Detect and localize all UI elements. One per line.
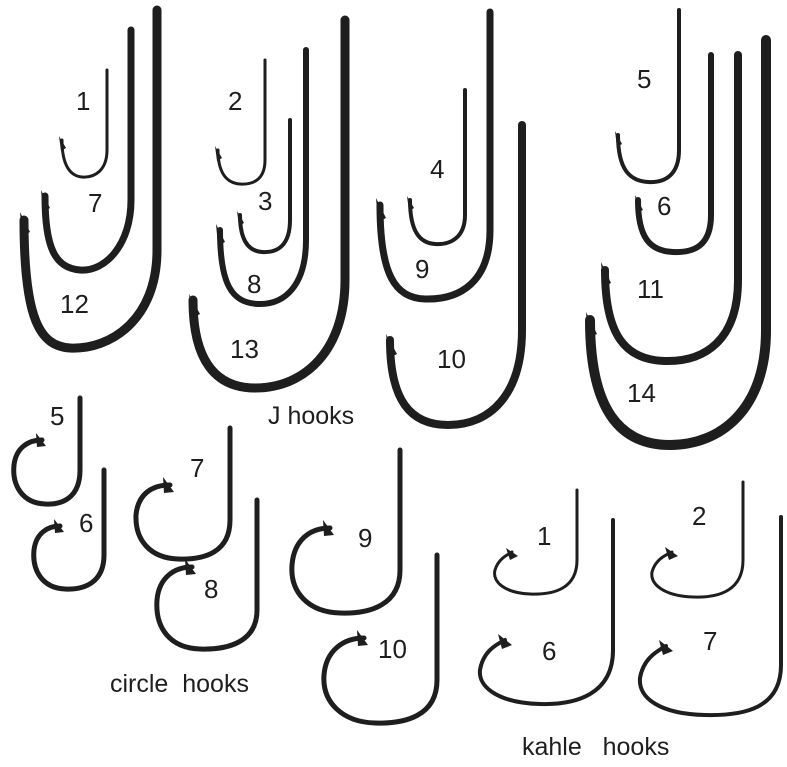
j-hook-cluster-b — [188, 15, 350, 393]
j-hook-9-barb — [376, 198, 386, 222]
j-hook-cluster-d — [585, 8, 771, 450]
j-hook-10-barb — [386, 334, 397, 358]
j-hook-1 — [60, 68, 109, 179]
j-hook-size-label: 10 — [437, 344, 466, 374]
circle-hook-size-label: 9 — [358, 523, 372, 553]
j-hook-13-barb — [189, 294, 200, 318]
kahle-hook-6 — [477, 518, 615, 707]
circle-hook-6-barb — [54, 519, 64, 533]
kahle-hook-size-label: 2 — [692, 501, 706, 531]
j-hook-size-label: 5 — [637, 64, 651, 94]
j-hook-8-barb — [216, 224, 225, 246]
j-hook-5-barb — [615, 131, 622, 147]
j-hooks-label: J hooks — [268, 402, 354, 430]
j-hook-7-barb — [41, 190, 50, 212]
kahle-hook-2 — [650, 480, 745, 599]
circle-hooks-label: circle hooks — [110, 670, 249, 698]
j-hooks-group: 1 7 12 2 3 8 13 4 9 10 5 6 11 14 J hooks — [19, 5, 771, 450]
kahle-hook-6-barb — [498, 634, 512, 649]
j-hook-size-label: 14 — [627, 378, 656, 408]
circle-hook-size-label: 7 — [190, 453, 204, 483]
circle-hook-10 — [321, 552, 440, 726]
j-hook-size-label: 9 — [415, 254, 429, 284]
j-hook-12 — [19, 5, 162, 353]
circle-hook-7 — [133, 425, 233, 562]
circle-hook-size-label: 8 — [204, 574, 218, 604]
kahle-hook-7-barb — [659, 640, 673, 655]
kahle-hook-size-label: 6 — [542, 636, 556, 666]
j-hook-11 — [601, 51, 742, 366]
circle-hook-size-label: 10 — [378, 634, 407, 664]
j-hook-size-label: 7 — [88, 188, 102, 218]
j-hook-1-barb — [59, 136, 66, 151]
j-hook-2 — [216, 58, 267, 186]
circle-hook-9 — [289, 447, 403, 616]
circle-hook-5 — [11, 395, 83, 507]
j-hook-cluster-c — [376, 8, 526, 429]
circle-hook-8-barb — [185, 559, 196, 575]
j-hook-size-label: 6 — [657, 191, 671, 221]
circle-hook-10-barb — [357, 630, 368, 646]
j-hook-2-barb — [215, 146, 222, 161]
j-hook-size-label: 12 — [60, 289, 89, 319]
j-hook-size-label: 2 — [228, 86, 242, 116]
j-hook-9 — [376, 8, 494, 303]
j-hook-size-label: 4 — [430, 154, 444, 184]
j-hook-10 — [386, 121, 526, 429]
kahle-hook-size-label: 1 — [537, 521, 551, 551]
j-hook-4 — [408, 88, 467, 247]
kahle-hook-2-barb — [665, 547, 678, 560]
j-hook-6 — [635, 52, 714, 256]
j-hook-cluster-a — [19, 5, 162, 353]
j-hook-5 — [616, 8, 681, 185]
j-hook-size-label: 3 — [258, 186, 272, 216]
circle-hook-size-label: 5 — [50, 401, 64, 431]
kahle-hooks-group: 1 2 6 7 kahle hooks — [477, 480, 783, 761]
j-hook-11-barb — [601, 262, 611, 287]
circle-hook-5-barb — [36, 433, 46, 447]
j-hook-14-barb — [586, 312, 597, 338]
j-hook-3 — [238, 118, 292, 255]
j-hook-8 — [217, 47, 309, 308]
circle-hook-7-barb — [163, 477, 174, 493]
j-hook-size-label: 11 — [637, 274, 664, 304]
kahle-hook-7 — [637, 515, 783, 718]
j-hook-12-barb — [20, 212, 30, 236]
j-hook-13 — [188, 15, 350, 393]
j-hook-4-barb — [407, 196, 414, 211]
kahle-hooks-label: kahle hooks — [522, 733, 669, 761]
j-hook-6-barb — [635, 195, 643, 213]
j-hook-7 — [41, 26, 135, 274]
circle-hook-9-barb — [323, 520, 334, 536]
circle-hook-8 — [154, 497, 260, 652]
circle-hook-size-label: 6 — [79, 508, 93, 538]
j-hook-size-label: 1 — [76, 86, 90, 116]
kahle-hook-1-barb — [506, 548, 518, 560]
j-hook-size-label: 8 — [247, 269, 261, 299]
circle-hook-6 — [31, 467, 107, 592]
j-hook-14 — [585, 35, 771, 450]
j-hook-3-barb — [237, 211, 244, 226]
circle-hooks-group: 5 6 7 8 9 10 circle hooks — [11, 395, 440, 726]
kahle-hook-size-label: 7 — [703, 626, 717, 656]
kahle-hook-1 — [493, 488, 579, 596]
j-hook-size-label: 13 — [230, 334, 259, 364]
